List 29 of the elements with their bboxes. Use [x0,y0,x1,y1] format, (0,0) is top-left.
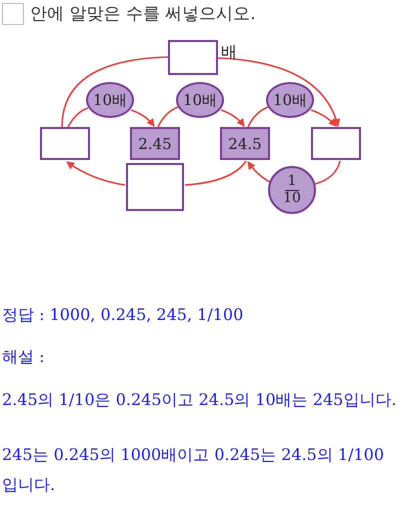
answer-box [168,40,218,75]
connector-line [314,160,341,185]
arrow [218,57,340,127]
number-box: 24.5 [220,127,270,160]
arrow [220,109,245,127]
unit-text: 배 [221,42,237,63]
multiplier-circle [268,166,316,214]
connector-line [61,56,168,128]
explanation-heading: 해설 : [2,346,46,368]
answer-box [40,127,90,160]
explanation-text: 2.45의 1/10은 0.245이고 24.5의 10배는 245입니다. [2,389,398,411]
connector-line [157,106,178,128]
answer-text: 정답 : 1000, 0.245, 245, 1/100 [2,304,244,326]
arrow [66,161,126,186]
explanation-text: 245는 0.245의 1000배이고 0.245는 24.5의 1/100입니다. [2,444,386,496]
question-text: 안에 알맞은 수를 써넣으시오. [30,3,256,25]
number-box: 2.45 [130,127,180,160]
multiplier-ellipse: 10배 [266,82,314,118]
arrow [310,109,337,127]
answer-box [311,127,361,160]
arrow [130,109,155,127]
multiplier-ellipse: 10배 [86,82,134,118]
multiplier-ellipse: 10배 [176,82,224,118]
connector-line [67,107,88,128]
connector-line [184,160,247,186]
connector-line [247,106,268,128]
arrow [247,161,270,183]
fraction: 1 10 [283,174,301,206]
answer-box [126,163,184,211]
